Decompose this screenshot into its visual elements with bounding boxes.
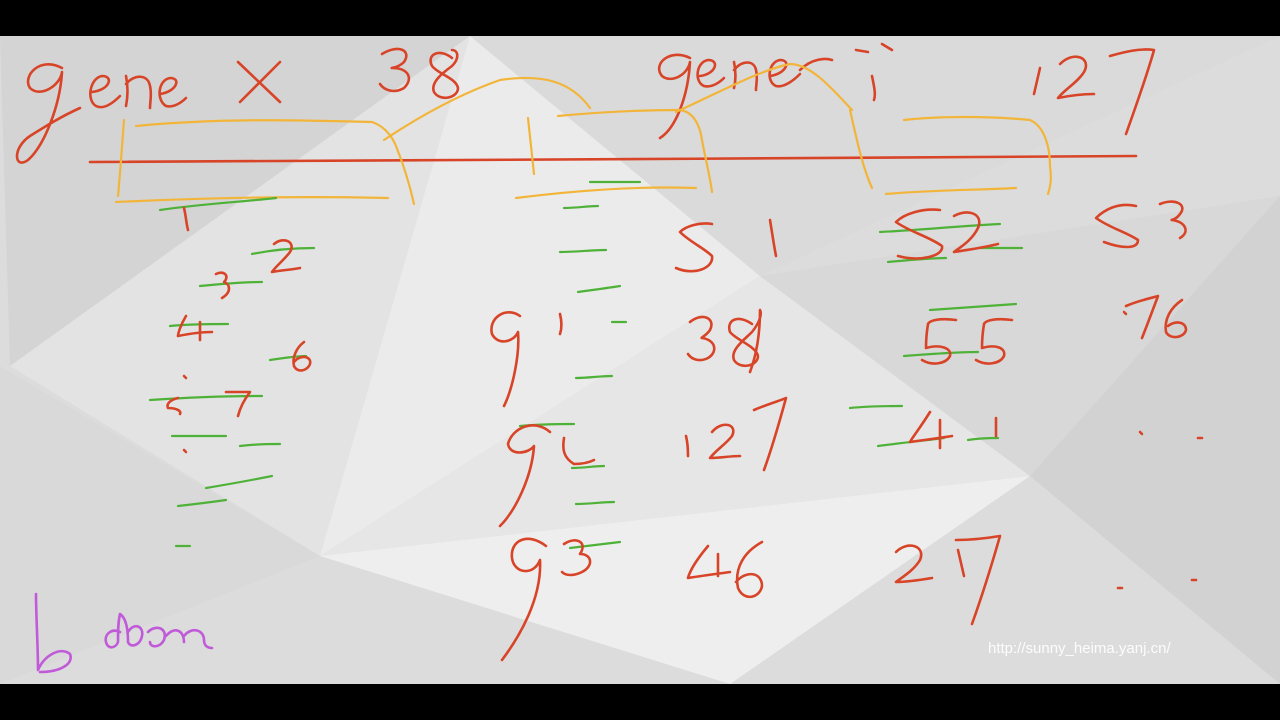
number-38-top	[378, 47, 460, 100]
s1-values	[684, 308, 788, 599]
gene-row-labels	[490, 311, 596, 662]
purple-handwriting	[34, 592, 214, 674]
s3-values	[1116, 294, 1204, 590]
genome-line	[88, 154, 1138, 164]
left-column-numbers	[166, 206, 312, 454]
green-read-marks	[148, 180, 1024, 550]
s2-values	[894, 317, 1014, 626]
orange-regions	[114, 62, 1052, 206]
number-127-top	[1032, 48, 1156, 136]
watermark-url: http://sunny_heima.yanj.cn/	[988, 640, 1171, 657]
whiteboard: http://sunny_heima.yanj.cn/	[0, 36, 1280, 684]
gene-x-handwriting	[15, 60, 282, 164]
sample-headers	[674, 200, 1187, 273]
gene-y-handwriting	[658, 42, 894, 140]
whiteboard-drawing	[0, 36, 1280, 684]
background-shading	[0, 36, 1280, 684]
